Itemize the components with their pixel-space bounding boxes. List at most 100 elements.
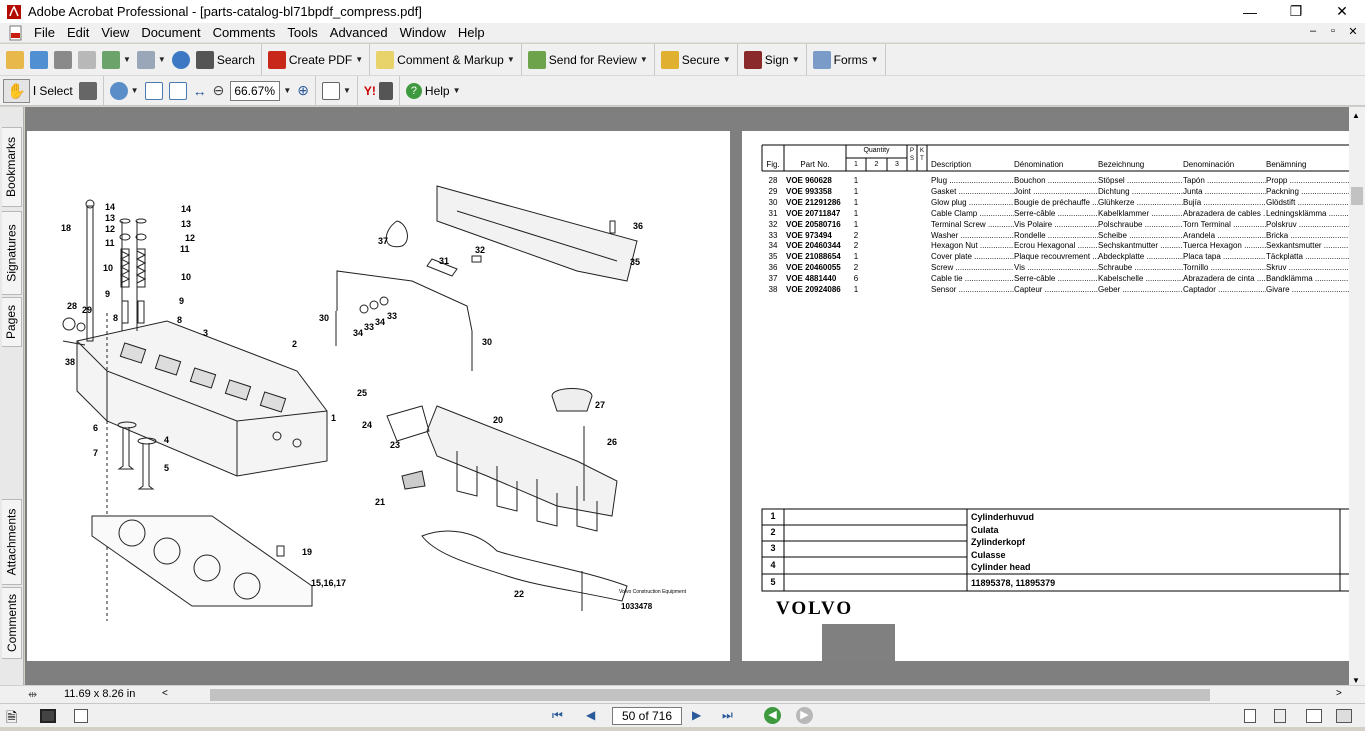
page-number-input[interactable]: 50 of 716 — [612, 707, 682, 725]
split-view-icon[interactable]: ⇹ — [28, 689, 38, 701]
tb-serials: 11895378, 11895379 — [971, 578, 1056, 588]
continuous-icon[interactable] — [74, 709, 88, 723]
previous-page-button[interactable]: ◀ — [586, 708, 596, 722]
menu-document[interactable]: Document — [141, 25, 201, 40]
table-cell-es: Captador ...............................… — [1183, 285, 1266, 294]
zoom-input[interactable]: 66.67% — [230, 80, 281, 101]
thumbnail-icon[interactable]: 🗎 — [6, 709, 18, 725]
tab-bookmarks[interactable]: Bookmarks — [2, 127, 22, 207]
menu-file[interactable]: File — [34, 25, 55, 40]
close-button[interactable]: ✕ — [1336, 3, 1348, 19]
tab-attachments[interactable]: Attachments — [2, 499, 22, 585]
header-quantity: Quantity — [863, 147, 890, 154]
menu-edit[interactable]: Edit — [66, 25, 90, 40]
vertical-scrollbar[interactable]: ▲ ▼ — [1349, 107, 1365, 687]
zoom-out-button[interactable]: ⊖ — [210, 79, 228, 103]
scroll-right-arrow-icon[interactable]: > — [1336, 688, 1342, 699]
tab-pages[interactable]: Pages — [2, 297, 22, 347]
callout-label: 15,16,17 — [311, 578, 346, 588]
attach-button[interactable]: ▼ — [134, 48, 169, 72]
organizer-button[interactable] — [27, 48, 51, 72]
table-cell-fig: 33 — [768, 230, 778, 240]
callout-label: 28 — [67, 301, 77, 311]
comment-markup-button[interactable]: Comment & Markup▼ — [373, 48, 518, 72]
zoom-in-button[interactable]: ⊕ — [294, 79, 312, 103]
fit-page-button[interactable] — [166, 79, 190, 103]
callout-label: 13 — [105, 213, 115, 223]
callout-label: 1 — [331, 413, 336, 423]
horizontal-scrollbar[interactable]: ⇹ 11.69 x 8.26 in < > — [0, 685, 1365, 703]
zoom-in-icon — [109, 81, 128, 100]
doc-close-button[interactable]: ✕ — [1348, 26, 1358, 38]
email-icon — [102, 50, 120, 69]
scroll-up-arrow-icon[interactable]: ▲ — [1352, 111, 1360, 120]
menu-comments[interactable]: Comments — [212, 25, 276, 40]
menu-advanced[interactable]: Advanced — [329, 25, 388, 40]
volvo-logo: VOLVO — [776, 598, 854, 619]
create-pdf-icon — [267, 50, 286, 69]
doc-restore-button[interactable]: ▫ — [1331, 25, 1335, 37]
scroll-down-arrow-icon[interactable]: ▼ — [1352, 676, 1360, 685]
web-search-button[interactable] — [169, 48, 193, 72]
help-button[interactable]: ?Help▼ — [403, 79, 464, 103]
go-back-button[interactable]: ◀ — [764, 707, 781, 724]
restore-button[interactable]: ❐ — [1289, 3, 1303, 19]
actual-size-button[interactable] — [142, 79, 166, 103]
menu-help[interactable]: Help — [457, 25, 485, 40]
scroll-left-arrow-icon[interactable]: < — [162, 688, 168, 699]
drawing-brand-note: Volvo Construction Equipment — [619, 589, 687, 595]
email-button[interactable]: ▼ — [99, 48, 134, 72]
doc-minimize-button[interactable]: ‒ — [1309, 25, 1317, 37]
minimize-button[interactable]: — — [1243, 3, 1257, 20]
secure-button[interactable]: Secure▼ — [658, 48, 734, 72]
menu-view[interactable]: View — [101, 25, 130, 40]
comment-icon — [376, 50, 395, 69]
sign-button[interactable]: Sign▼ — [741, 48, 803, 72]
continuous-facing-layout-icon[interactable] — [1336, 709, 1352, 723]
facing-layout-icon[interactable] — [1306, 709, 1322, 723]
table-cell-part: VOE 21291286 — [786, 197, 841, 207]
callout-label: 14 — [181, 204, 191, 214]
save-button[interactable] — [51, 48, 75, 72]
printer-icon — [78, 50, 96, 69]
main-toolbar: ▼ ▼ Search Create PDF▼ Comment & Markup▼… — [0, 44, 1365, 76]
callout-label: 18 — [61, 223, 71, 233]
menu-tools[interactable]: Tools — [287, 25, 318, 40]
table-cell-den: Joint ................................ — [1014, 186, 1098, 196]
next-page-button[interactable]: ▶ — [692, 708, 702, 722]
horizontal-scroll-thumb[interactable] — [210, 689, 1210, 701]
table-cell-qty: 1 — [853, 219, 859, 229]
hand-tool-button[interactable]: ✋ — [3, 78, 30, 103]
single-page-icon[interactable] — [40, 709, 56, 723]
rotate-button[interactable]: ▼ — [319, 79, 354, 103]
fit-width-button[interactable]: ↔ — [190, 79, 210, 103]
tab-comments[interactable]: Comments — [2, 587, 22, 659]
go-forward-button[interactable]: ▶ — [796, 707, 813, 724]
last-page-button[interactable]: ⏭ — [722, 708, 733, 722]
callout-label: 34 — [353, 328, 363, 338]
zoom-level-select[interactable]: 66.67%▼ — [227, 79, 294, 103]
table-cell-qty: 1 — [853, 176, 859, 185]
zoom-tool-button[interactable]: ▼ — [107, 79, 142, 103]
callout-label: 12 — [185, 233, 195, 243]
tab-signatures[interactable]: Signatures — [2, 211, 22, 295]
header-description: Description — [931, 160, 972, 169]
send-review-button[interactable]: Send for Review▼ — [525, 48, 651, 72]
snapshot-button[interactable] — [76, 79, 100, 103]
forms-button[interactable]: Forms▼ — [810, 48, 882, 72]
menu-window[interactable]: Window — [399, 25, 446, 40]
open-button[interactable] — [3, 48, 27, 72]
hand-icon: ✋ — [7, 82, 26, 100]
first-page-button[interactable]: ⏮ — [552, 708, 563, 722]
search-button[interactable]: Search — [193, 48, 258, 72]
create-pdf-button[interactable]: Create PDF▼ — [265, 48, 366, 72]
vertical-scroll-thumb[interactable] — [1351, 187, 1363, 205]
continuous-layout-icon[interactable] — [1274, 709, 1286, 723]
print-button[interactable] — [75, 48, 99, 72]
single-page-layout-icon[interactable] — [1244, 709, 1256, 723]
yahoo-button[interactable]: Y! — [361, 79, 396, 103]
table-cell-qty: 1 — [853, 186, 859, 196]
fit-page-icon — [168, 81, 187, 100]
